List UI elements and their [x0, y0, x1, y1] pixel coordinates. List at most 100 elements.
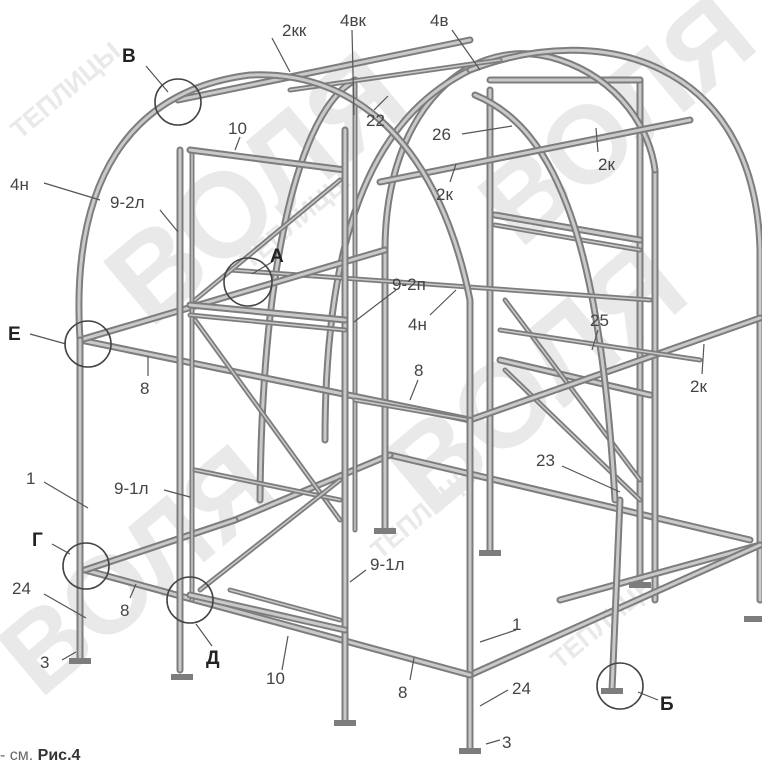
tube-inner-arch-right [471, 91, 619, 504]
leader-2k-mid [449, 163, 457, 183]
tube-door-window-bar [186, 301, 349, 324]
leader-1-right [479, 629, 517, 643]
label-8-left: 8 [140, 379, 149, 398]
label-9-2l: 9-2л [110, 193, 145, 212]
label-24-left: 24 [12, 579, 31, 598]
callout-g: Г [32, 530, 43, 551]
label-3-left: 3 [40, 653, 49, 672]
tube-front-base-8 [81, 566, 474, 679]
leader-24-left [43, 593, 87, 619]
tube-long-rail-2k [376, 116, 694, 186]
watermark-text-4: ВОЛЯ [0, 421, 297, 718]
foot-plate-1 [69, 658, 91, 664]
leader-9-2l [159, 209, 179, 233]
detail-circle-g [62, 542, 110, 590]
detail-circles [62, 78, 644, 710]
label-2k-back: 2к [598, 155, 615, 174]
label-1-left: 1 [26, 469, 35, 488]
leader-4n-left [43, 182, 101, 201]
tube-right-post-front [608, 496, 624, 694]
part-labels: 2кк 4вк 4в 10 22 26 2к 2к 4н 9-2л 9-2п 4… [10, 11, 707, 752]
tube-mid-arch-left [321, 66, 474, 444]
leader-callout-b [145, 65, 169, 93]
label-4v: 4в [430, 11, 449, 30]
tube-door-top-10 [186, 146, 349, 174]
leader-25 [591, 329, 599, 351]
leader-1-left [43, 481, 89, 509]
label-4vk: 4вк [340, 11, 366, 30]
label-24-right: 24 [512, 679, 531, 698]
leader-23 [561, 465, 621, 493]
leader-2kk [271, 37, 291, 73]
label-8-front: 8 [120, 601, 129, 620]
callout-a: А [270, 246, 284, 267]
foot-plate-6 [479, 550, 501, 556]
leader-3-right [485, 739, 501, 745]
foot-plate-8 [744, 616, 762, 622]
frame-tubes [75, 36, 762, 754]
label-4n-left: 4н [10, 175, 29, 194]
callout-d: Д [206, 648, 220, 669]
leader-4v [451, 29, 481, 71]
tube-door-window-bar-2 [187, 312, 348, 333]
tube-mid-cross-8 [352, 397, 473, 423]
tube-front-arch-4n [75, 71, 474, 424]
tube-back-diagonal-1 [502, 297, 643, 483]
detail-circle-e [64, 320, 112, 368]
leader-10-bottom [281, 635, 289, 671]
callout-letters: В Е Г Д А Б [8, 46, 674, 715]
tube-mid-arch-2 [256, 76, 359, 504]
label-2kk: 2кк [282, 21, 307, 40]
leader-26 [461, 125, 513, 135]
tube-back-window-bar-2 [492, 222, 643, 253]
leader-callout-a [251, 261, 273, 275]
label-4n-mid: 4н [408, 315, 427, 334]
label-9-1l-right: 9-1л [370, 555, 405, 574]
label-2k-mid: 2к [436, 185, 453, 204]
label-10-bottom: 10 [266, 669, 285, 688]
foot-plate-7 [629, 582, 651, 588]
tube-ridge-2kk [174, 36, 474, 104]
label-8-bottom: 8 [398, 683, 407, 702]
detail-circle-b [154, 78, 202, 126]
tube-door-bottom-10 [186, 591, 349, 634]
tube-left-base [81, 516, 239, 574]
label-9-2p: 9-2п [392, 275, 426, 294]
tube-right-mid-rail [466, 314, 762, 424]
caption-figure-ref: Рис.4 [37, 747, 81, 764]
tube-back-window-bar [491, 211, 644, 244]
tube-door-diagonal-1 [192, 317, 343, 523]
tube-back-diagonal-2 [502, 367, 643, 503]
foot-plate-4 [459, 748, 481, 754]
label-25: 25 [590, 311, 609, 330]
leader-10-top [234, 136, 241, 151]
leader-2k-back [595, 127, 599, 153]
tube-back-base-right [386, 451, 754, 544]
leader-8-front [129, 583, 137, 599]
leader-2k-right [701, 343, 705, 375]
frame-feet [69, 528, 762, 754]
foot-plate-9 [601, 688, 623, 694]
tube-door-window-diagonal [192, 177, 343, 303]
leader-4n-mid [429, 289, 457, 316]
leader-8-bottom [409, 657, 415, 681]
tube-right-arch [466, 46, 762, 604]
label-26: 26 [432, 125, 451, 144]
label-22: 22 [366, 111, 385, 130]
label-2k-right: 2к [690, 377, 707, 396]
leader-lines [29, 29, 705, 745]
callout-bz: Б [660, 694, 674, 715]
callout-b: В [122, 46, 136, 67]
leader-callout-d [195, 623, 213, 647]
watermark-sub-1: ТЕПЛИЦЫ [5, 36, 126, 145]
tube-mid-rail-left [76, 246, 389, 344]
label-9-1l-left: 9-1л [114, 479, 149, 498]
leader-9-1l-left [163, 489, 191, 498]
leader-8-mid [409, 379, 419, 401]
leader-callout-e [29, 333, 67, 345]
leader-3-left [61, 651, 77, 661]
tube-right-brace-25 [497, 327, 703, 363]
label-8-mid: 8 [414, 361, 423, 380]
foot-plate-2 [171, 674, 193, 680]
